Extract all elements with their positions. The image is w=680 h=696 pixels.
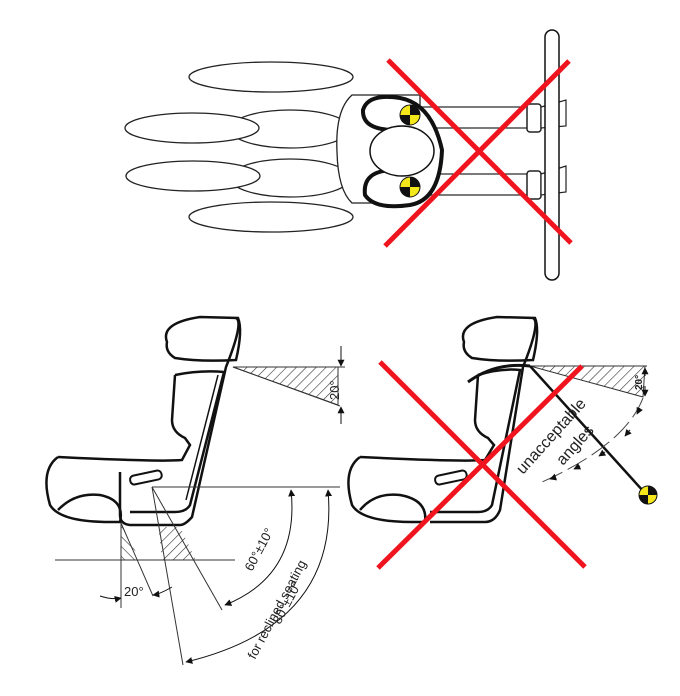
leg-upper-outer bbox=[188, 61, 354, 93]
backrest bbox=[118, 316, 240, 527]
headrest bbox=[164, 315, 242, 362]
buckle-lower bbox=[526, 170, 542, 200]
head-top bbox=[369, 125, 435, 177]
side-view-unacceptable-panel: 20° unacceptable angles bbox=[347, 315, 658, 570]
crash-marker-icon bbox=[638, 485, 658, 505]
lap-angle-label: 20° bbox=[124, 584, 144, 599]
angle-arc-80 bbox=[185, 489, 333, 664]
headrest bbox=[461, 315, 539, 362]
lap-hatch-left bbox=[121, 523, 140, 560]
unacceptable-cross-icon bbox=[376, 360, 587, 570]
backrest-inner bbox=[430, 368, 522, 514]
shoulder-angle-label: 20° bbox=[327, 380, 342, 400]
seat-cushion bbox=[347, 455, 427, 524]
shoulder-angle-hatch bbox=[529, 365, 646, 398]
top-view-panel bbox=[124, 29, 573, 281]
crash-marker-icon bbox=[399, 104, 421, 126]
unacceptable-cross-icon bbox=[383, 58, 573, 248]
backrest-cushion bbox=[57, 374, 192, 462]
unacceptable-shoulder-angle-label: 20° bbox=[634, 375, 645, 390]
leg-lower-shin bbox=[125, 160, 261, 192]
shoulder-belt bbox=[467, 363, 531, 384]
leg-upper-shin bbox=[124, 112, 260, 144]
side-view-acceptable-panel: 20° 20° 60°±10° 80°±10° for reclined sea… bbox=[45, 315, 345, 666]
vehicle-pillar bbox=[544, 29, 560, 281]
buckle-upper bbox=[526, 103, 542, 133]
seat-cushion bbox=[45, 455, 123, 524]
belt-guide bbox=[129, 469, 163, 486]
crash-marker-icon bbox=[399, 176, 421, 198]
backrest bbox=[430, 316, 537, 524]
belt-angle-label: 60°±10° bbox=[241, 525, 276, 573]
leg-lower-outer bbox=[188, 201, 354, 233]
backrest-cushion bbox=[359, 374, 496, 462]
